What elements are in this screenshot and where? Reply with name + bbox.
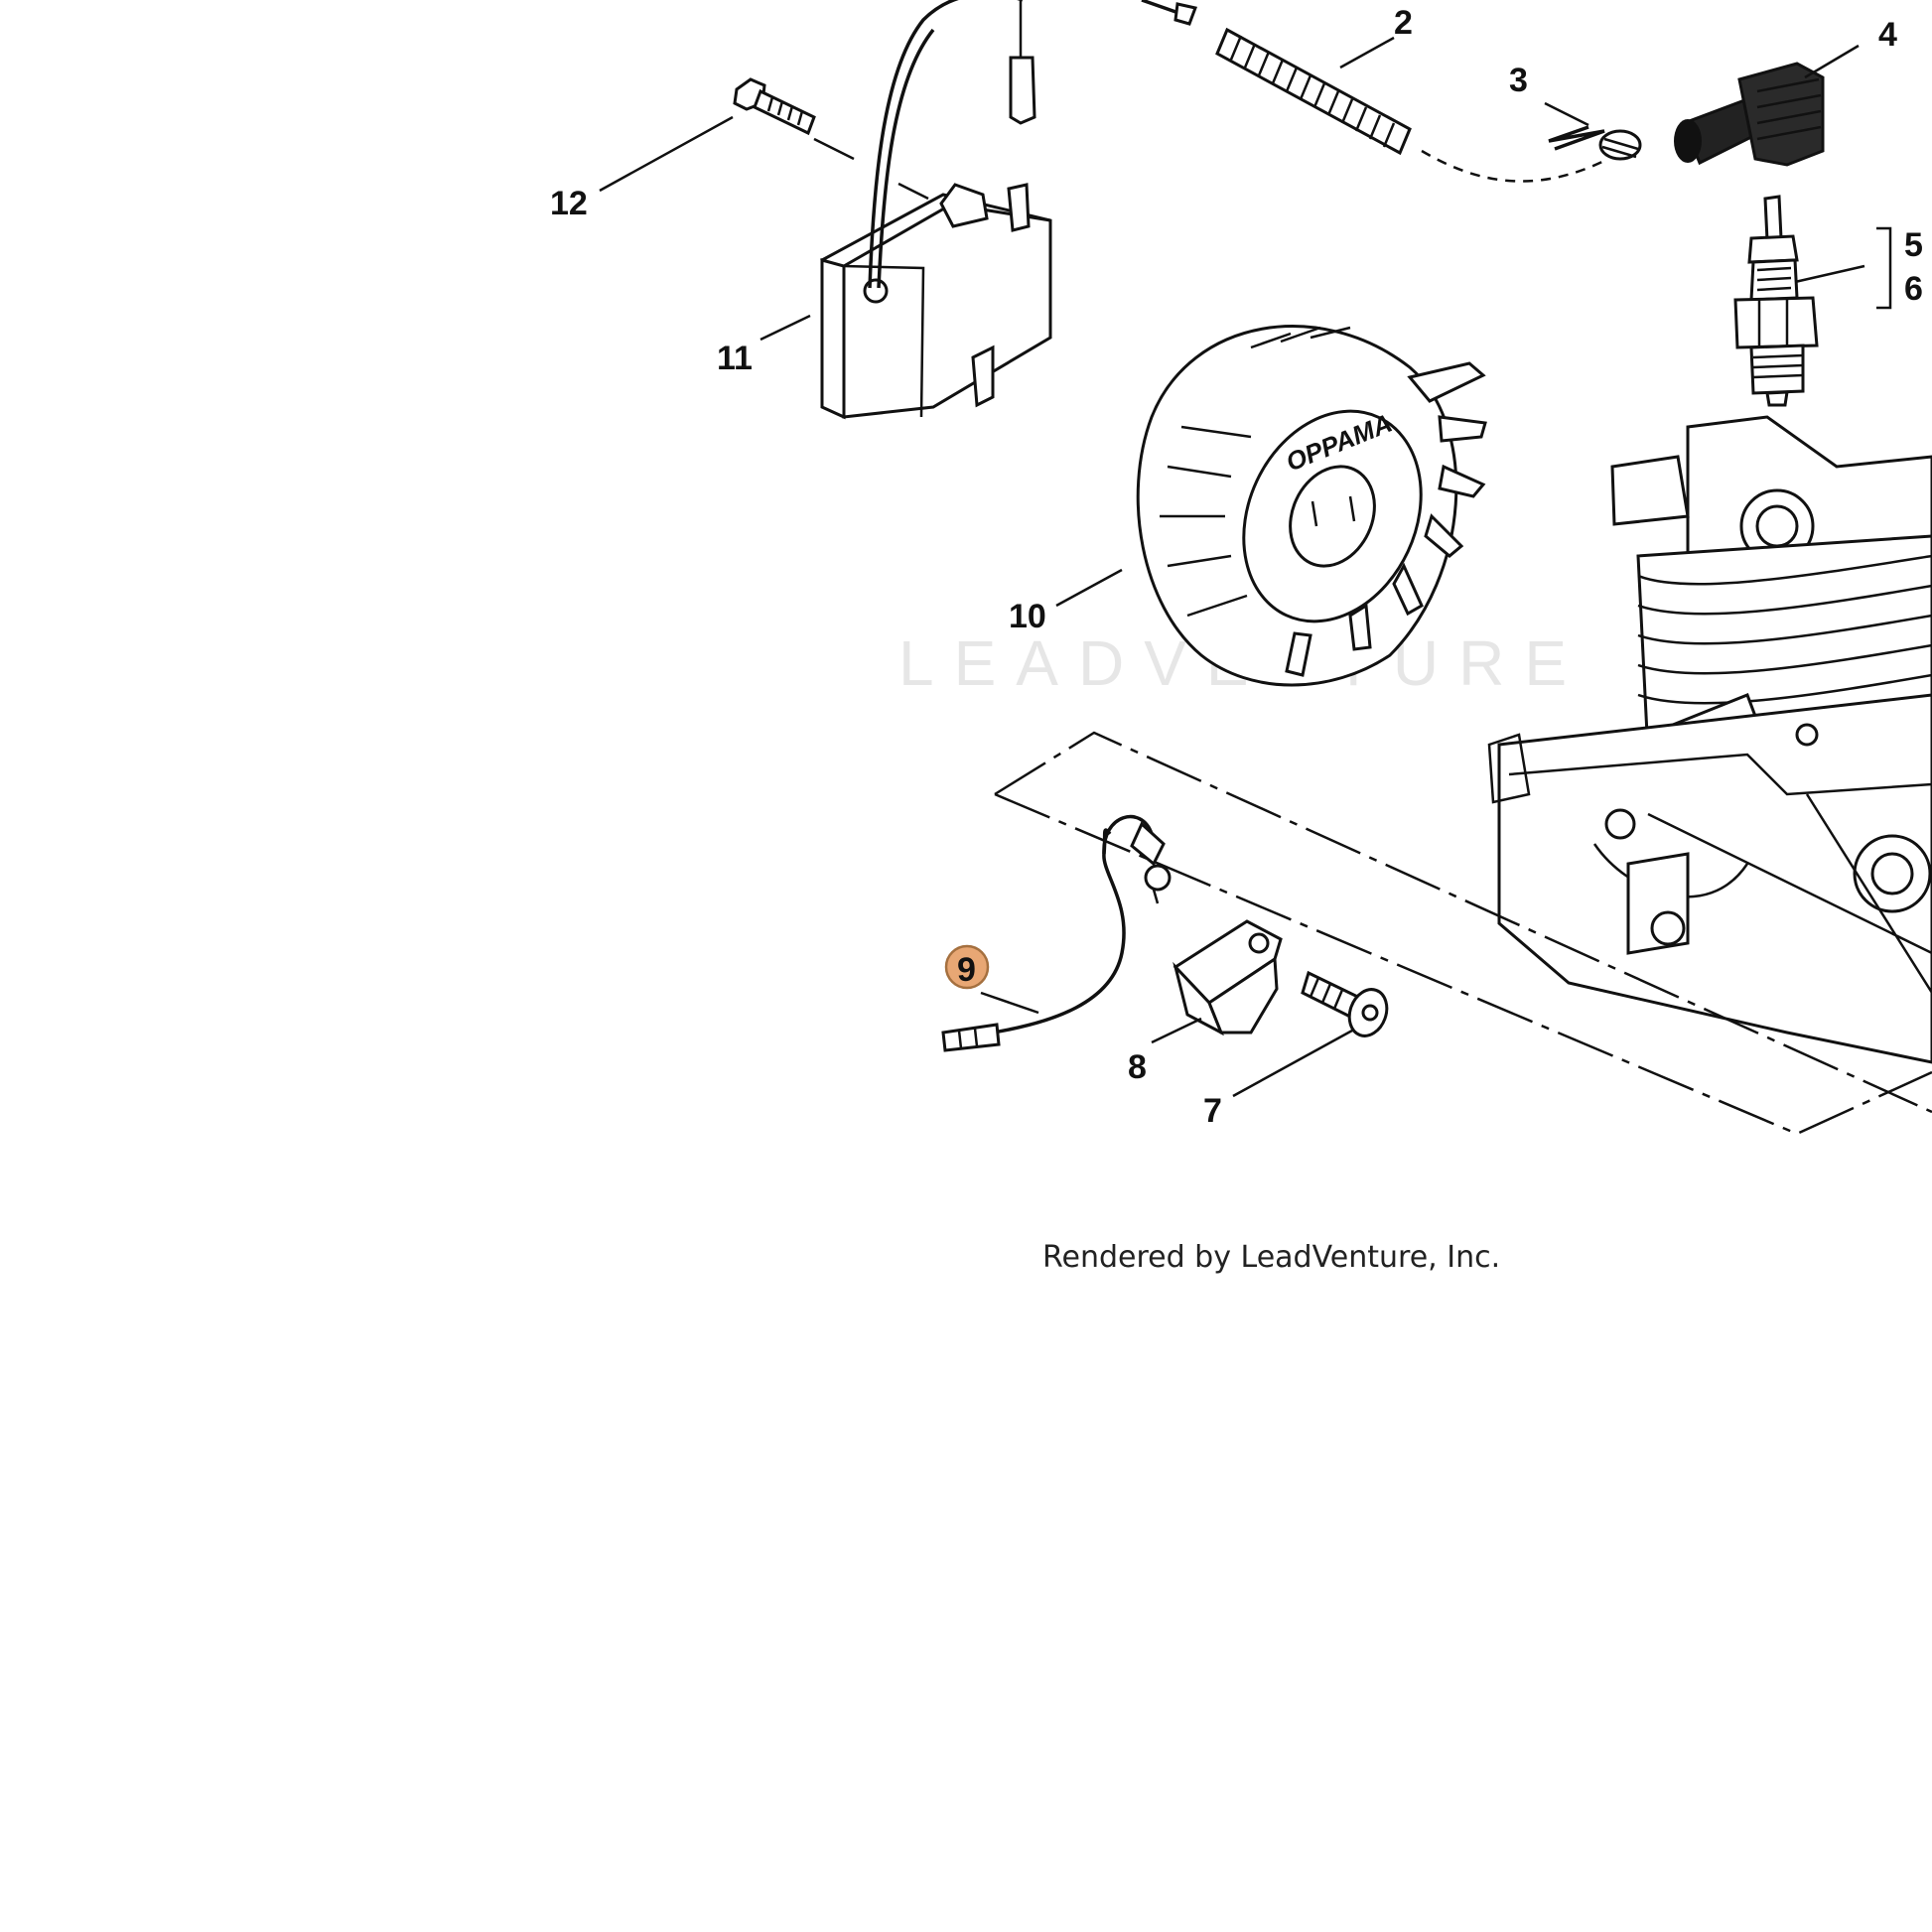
kill-wire-terminal xyxy=(1009,56,1036,125)
part-label-4[interactable]: 4 xyxy=(1878,16,1897,54)
leader-lines xyxy=(599,36,1892,1098)
part-7-screw[interactable] xyxy=(1301,970,1393,1041)
part-label-2[interactable]: 2 xyxy=(1394,4,1413,42)
part-12-leader-dash-2 xyxy=(897,182,929,201)
part-9-highlight-marker[interactable] xyxy=(944,944,990,990)
sleeve-dashed-path xyxy=(1421,149,1609,183)
part-label-9[interactable]: 9 xyxy=(957,951,976,989)
part-label-3[interactable]: 3 xyxy=(1509,62,1528,99)
part-5-6-spark-plug[interactable] xyxy=(1733,195,1819,407)
part-2-spring-sleeve[interactable] xyxy=(1215,27,1412,156)
part-label-5[interactable]: 5 xyxy=(1904,226,1923,264)
coil-wire xyxy=(868,0,1023,289)
part-label-8[interactable]: 8 xyxy=(1128,1048,1147,1086)
part-8-bracket[interactable] xyxy=(1173,919,1283,1036)
part-label-10[interactable]: 10 xyxy=(1009,598,1046,635)
part-11-ignition-coil[interactable] xyxy=(820,183,1052,420)
part-12-bolt[interactable] xyxy=(733,77,816,136)
part-label-12[interactable]: 12 xyxy=(550,185,588,222)
engine-block xyxy=(1487,415,1932,1064)
part-12-leader-dash xyxy=(813,137,855,161)
hightension-wire-end xyxy=(1141,0,1182,16)
assembly-dashed-box-top xyxy=(994,731,1932,1114)
hightension-wire-cap xyxy=(1173,2,1198,26)
part-10-flywheel[interactable]: OPPAMA xyxy=(1136,325,1487,687)
assembly-dashed-box-bottom xyxy=(994,792,1932,1136)
render-credit: Rendered by LeadVenture, Inc. xyxy=(1042,1240,1500,1275)
part-4-spark-plug-boot[interactable] xyxy=(1674,62,1825,167)
part-label-7[interactable]: 7 xyxy=(1203,1092,1222,1130)
part-3-spring-clip[interactable] xyxy=(1548,125,1642,161)
part-label-11[interactable]: 11 xyxy=(717,340,753,377)
coil-wire-inner xyxy=(877,28,935,289)
part-9-ground-wire[interactable] xyxy=(941,814,1172,1052)
part-label-6[interactable]: 6 xyxy=(1904,270,1923,308)
